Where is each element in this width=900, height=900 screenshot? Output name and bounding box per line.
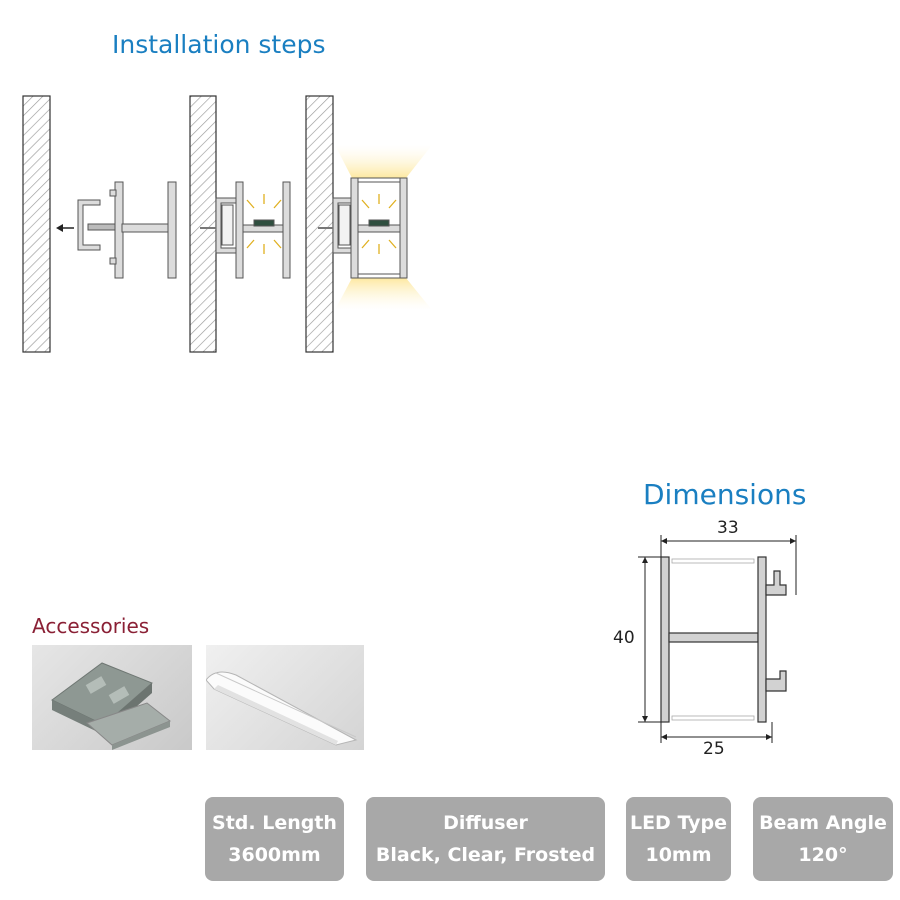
spec-diffuser: Diffuser Black, Clear, Frosted <box>366 797 605 881</box>
dimensions-title: Dimensions <box>643 478 807 511</box>
dimension-width-top: 33 <box>717 518 739 538</box>
step-2 <box>200 181 291 279</box>
wall-step-3 <box>305 95 334 353</box>
spec-std-length: Std. Length 3600mm <box>205 797 344 881</box>
diffuser-photo <box>206 645 364 750</box>
spec-beam-angle-label: Beam Angle <box>759 812 887 834</box>
spec-std-length-label: Std. Length <box>212 812 337 834</box>
installation-steps-title: Installation steps <box>112 30 326 59</box>
spec-diffuser-label: Diffuser <box>443 812 528 834</box>
led-burst-step-2 <box>246 194 282 254</box>
installation-diagram <box>22 95 432 353</box>
wall-step-2 <box>189 95 217 353</box>
spec-led-type-value: 10mm <box>645 844 712 866</box>
spec-led-type-label: LED Type <box>629 812 728 834</box>
accessories-title: Accessories <box>32 614 150 638</box>
led-burst-step-3 <box>361 194 397 254</box>
spec-beam-angle-value: 120° <box>798 844 848 866</box>
dimension-width-bottom: 25 <box>703 739 725 759</box>
spec-beam-angle: Beam Angle 120° <box>753 797 893 881</box>
wall-step-1 <box>22 95 51 353</box>
step-3 <box>318 177 408 279</box>
dimension-drawing <box>638 535 797 743</box>
spec-led-type: LED Type 10mm <box>626 797 731 881</box>
spec-std-length-value: 3600mm <box>228 844 321 866</box>
dimension-height: 40 <box>613 628 635 648</box>
end-cap-photo <box>32 645 192 750</box>
spec-diffuser-value: Black, Clear, Frosted <box>375 844 596 866</box>
step-1 <box>56 181 177 279</box>
